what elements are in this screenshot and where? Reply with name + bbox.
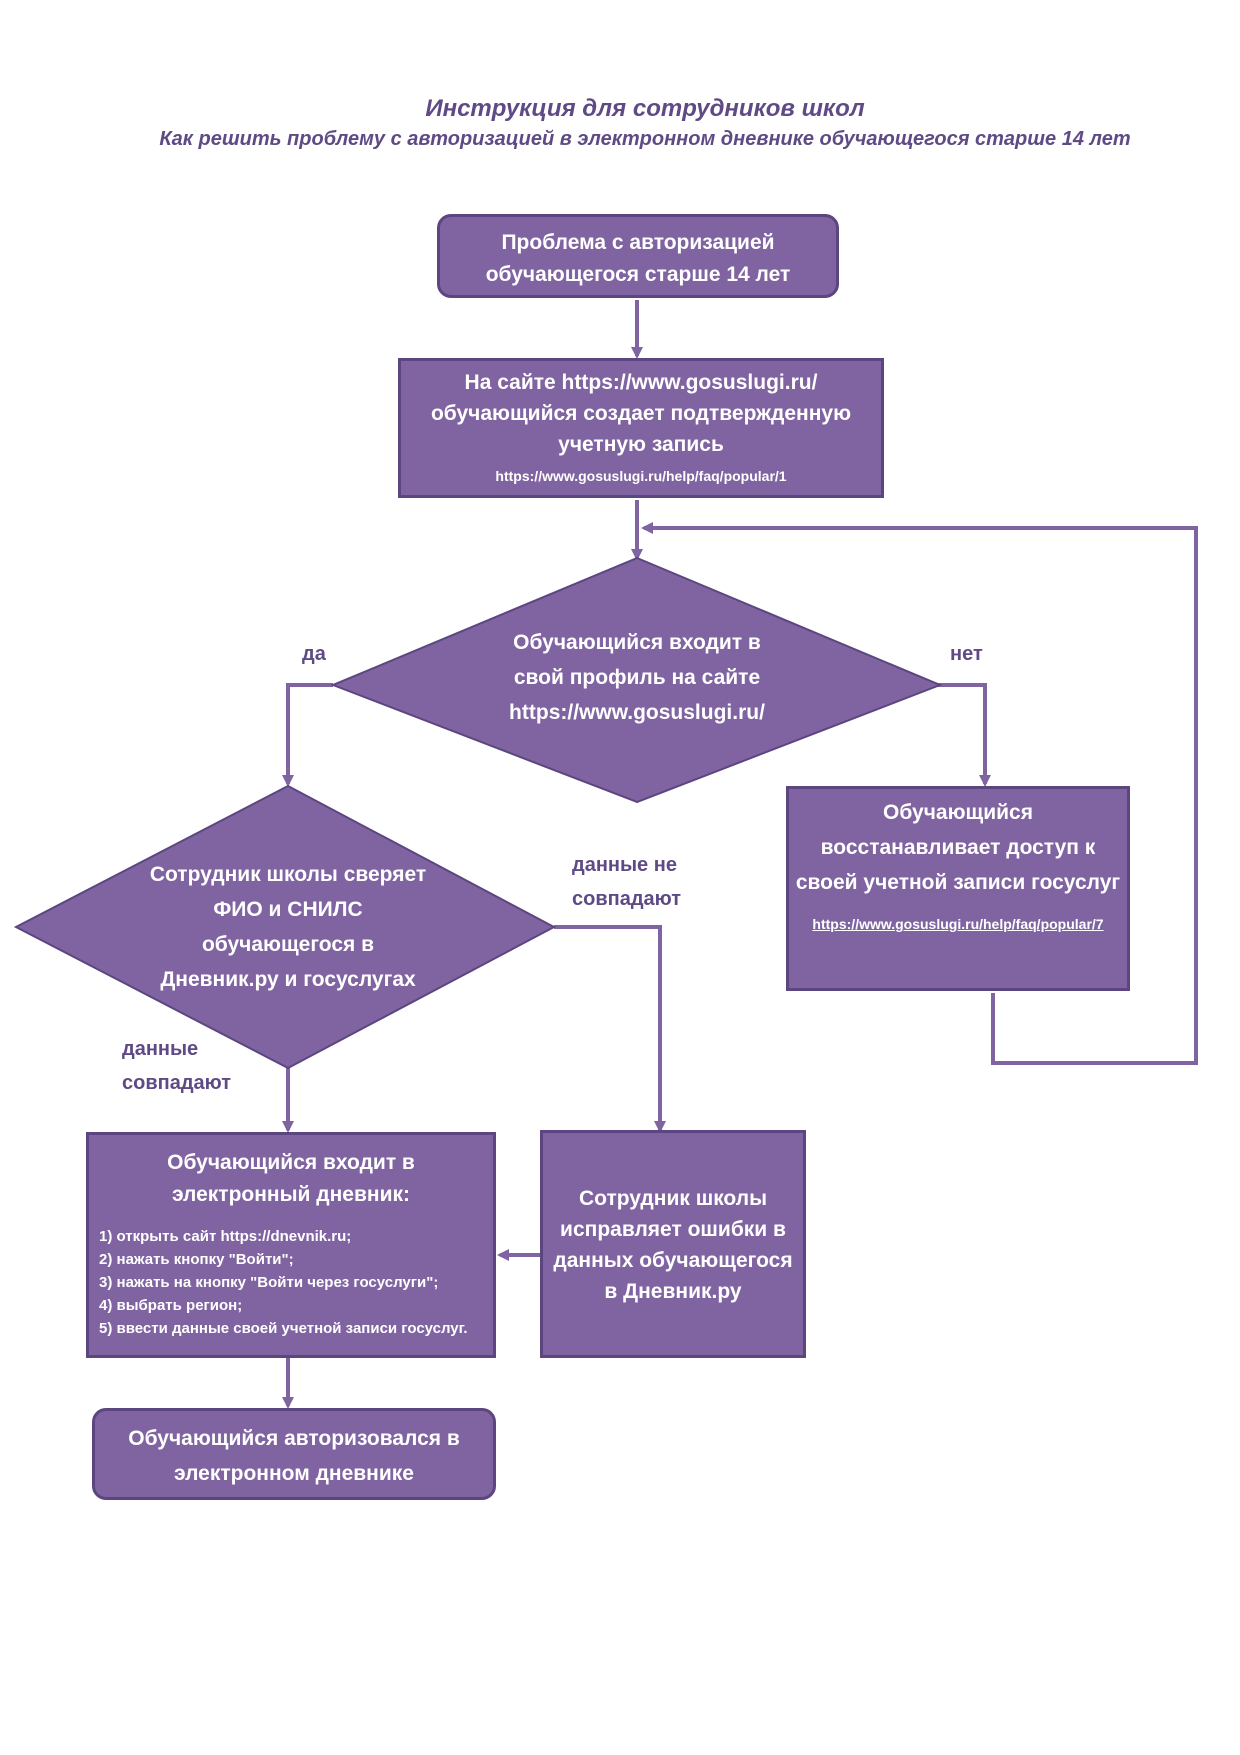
page-subtitle: Как решить проблему с авторизацией в эле… (159, 128, 1131, 150)
arrow-yes (282, 683, 333, 787)
fix-errors-node: Сотрудник школы исправляет ошибки в данн… (540, 1130, 806, 1358)
label-no: нет (950, 643, 983, 665)
login-diary-steps: 1) открыть сайт https://dnevnik.ru; 2) н… (95, 1225, 487, 1340)
step-item: 1) открыть сайт https://dnevnik.ru; (99, 1228, 352, 1245)
create-account-text: На сайте https://www.gosuslugi.ru/ обуча… (430, 371, 852, 456)
restore-access-link: https://www.gosuslugi.ru/help/faq/popula… (812, 916, 1104, 932)
arrow-mismatch (554, 925, 666, 1133)
verify-decision-diamond (13, 784, 557, 1070)
label-yes: да (302, 643, 326, 665)
label-mismatch: данные не совпадают (572, 854, 682, 910)
step-item: 4) выбрать регион; (99, 1297, 243, 1314)
fix-errors-text: Сотрудник школы исправляет ошибки в данн… (553, 1187, 793, 1303)
start-node: Проблема с авторизацией обучающегося ста… (437, 214, 839, 298)
login-decision-diamond (330, 556, 943, 804)
login-decision-text: Обучающийся входит в свой профиль на сай… (509, 631, 765, 724)
finish-node: Обучающийся авторизовался в электронном … (92, 1408, 496, 1500)
restore-access-text: Обучающийся восстанавливает доступ к сво… (795, 801, 1121, 894)
step-item: 2) нажать кнопку "Войти"; (99, 1251, 294, 1268)
restore-access-node: Обучающийся восстанавливает доступ к сво… (786, 786, 1130, 991)
page-title: Инструкция для сотрудников школ (425, 95, 865, 122)
verify-decision-text: Сотрудник школы сверяет ФИО и СНИЛС обуч… (149, 863, 427, 991)
create-account-link: https://www.gosuslugi.ru/help/faq/popula… (495, 468, 787, 484)
finish-text: Обучающийся авторизовался в электронном … (128, 1427, 460, 1485)
label-match: данные совпадают (122, 1038, 232, 1094)
login-diary-title: Обучающийся входит в электронный дневник… (167, 1151, 415, 1206)
start-node-text: Проблема с авторизацией обучающегося ста… (485, 231, 791, 286)
step-item: 3) нажать на кнопку "Войти через госуслу… (99, 1274, 439, 1291)
create-account-node: На сайте https://www.gosuslugi.ru/ обуча… (398, 358, 884, 498)
step-item: 5) ввести данные своей учетной записи го… (99, 1320, 468, 1337)
arrow-loop-back (641, 522, 1198, 1065)
login-diary-node: Обучающийся входит в электронный дневник… (86, 1132, 496, 1358)
arrow-no (928, 683, 991, 787)
